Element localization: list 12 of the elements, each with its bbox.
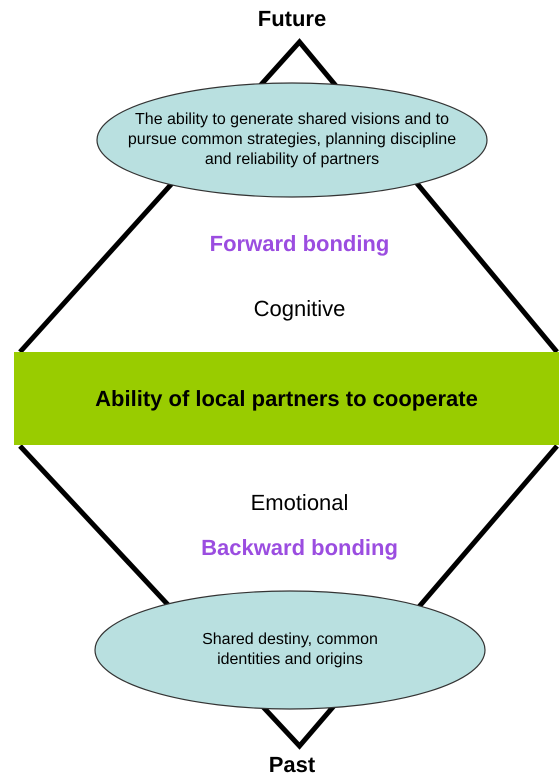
time-label: Past	[268, 752, 316, 778]
ellipse-text: The ability to generate shared visions and to pursue common strategies, planning discipline and reliability of partners	[127, 110, 457, 170]
ellipse-text: Shared destiny, common identities and origins	[201, 630, 379, 670]
ellipse-shape	[94, 590, 486, 710]
ellipse-shape	[96, 82, 488, 198]
bonding-type: Emotional	[250, 490, 350, 516]
time-label: Future	[256, 6, 328, 32]
bonding-heading: Backward bonding	[200, 535, 399, 561]
bonding-heading: Forward bonding	[208, 231, 390, 257]
bonding-type: Cognitive	[252, 296, 346, 322]
banner-band	[14, 352, 559, 445]
banner-title: Ability of local partners to cooperate	[95, 386, 478, 412]
